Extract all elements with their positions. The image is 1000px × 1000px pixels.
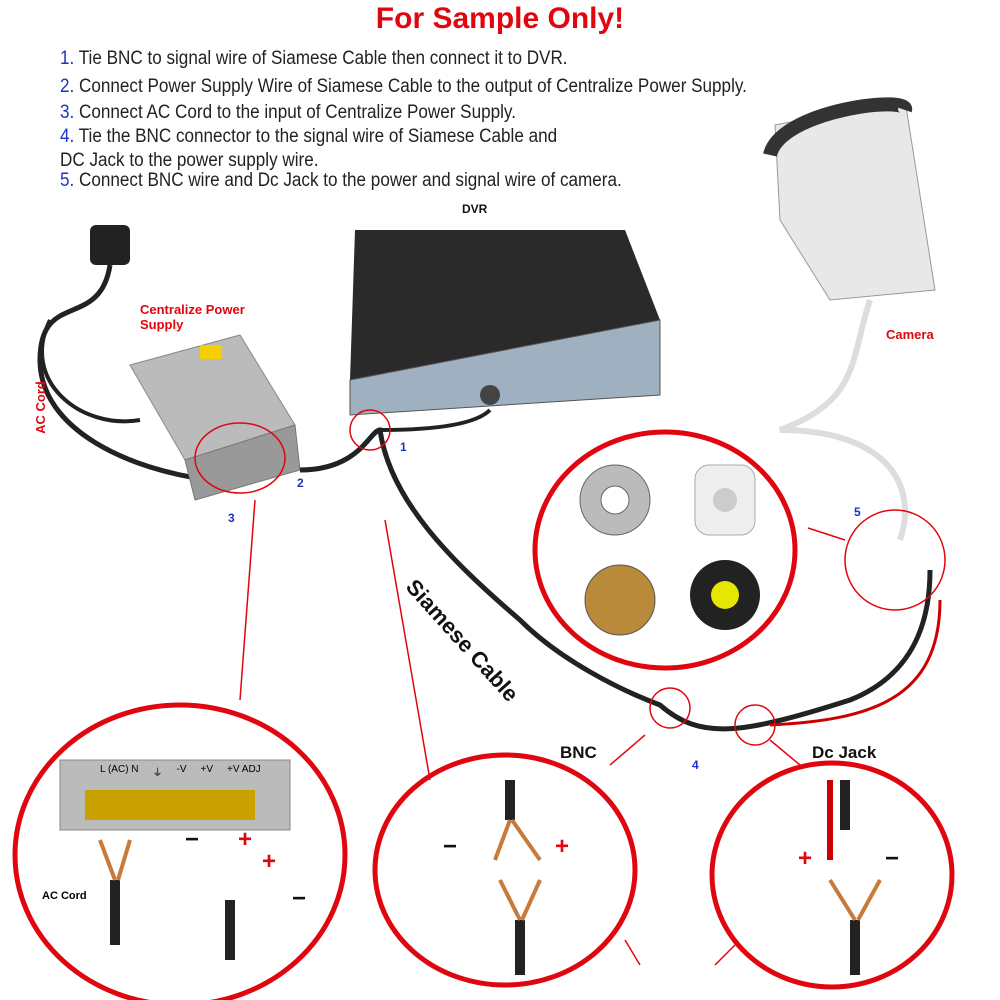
ac-cord-graphic xyxy=(37,225,211,483)
power-supply-label: Centralize Power Supply xyxy=(140,302,245,332)
step-text: Connect AC Cord to the input of Centrali… xyxy=(79,102,516,123)
terminal-label: -V xyxy=(176,764,187,775)
step-4: 4. Tie the BNC connector to the signal w… xyxy=(60,126,557,148)
minus-sign: − xyxy=(885,845,900,872)
detail-circles xyxy=(12,429,955,1000)
plus-sign: + xyxy=(262,848,277,875)
terminal-labels: L (AC) N ⏚ -V +V +V ADJ xyxy=(100,764,261,779)
bnc-label: BNC xyxy=(560,743,597,762)
terminal-label: L (AC) N xyxy=(100,764,139,775)
marker-1: 1 xyxy=(400,440,407,454)
plus-sign: + xyxy=(555,833,570,860)
pointer-arrows xyxy=(239,499,846,966)
step-text: DC Jack to the power supply wire. xyxy=(60,150,319,171)
minus-sign: − xyxy=(443,833,458,860)
marker-2: 2 xyxy=(297,476,304,490)
step-number: 3. xyxy=(60,102,75,123)
connectors-graphic xyxy=(579,464,760,636)
marker-4: 4 xyxy=(692,758,699,772)
dvr-label: DVR xyxy=(462,202,488,216)
page-title: For Sample Only! xyxy=(375,2,625,35)
step-number: 4. xyxy=(60,126,75,147)
dc-jack-label: Dc Jack xyxy=(812,743,877,762)
step-number: 5. xyxy=(60,170,75,191)
highlight-circles xyxy=(194,409,946,746)
dvr-graphic xyxy=(349,230,661,416)
camera-label: Camera xyxy=(886,327,934,342)
step-text: Connect Power Supply Wire of Siamese Cab… xyxy=(79,76,747,97)
minus-sign: − xyxy=(185,826,200,853)
terminal-label: +V xyxy=(200,764,214,775)
marker-3: 3 xyxy=(228,511,235,525)
terminal-label: +V ADJ xyxy=(227,764,261,775)
plus-sign: + xyxy=(238,826,253,853)
minus-sign: − xyxy=(292,885,307,912)
step-text: Tie the BNC connector to the signal wire… xyxy=(78,126,558,147)
step-number: 1. xyxy=(60,48,75,69)
camera-graphic xyxy=(763,97,936,541)
ac-cord-label: AC Cord xyxy=(32,381,48,434)
step-5: 5. Connect BNC wire and Dc Jack to the p… xyxy=(60,170,622,192)
ac-cord-detail-label: AC Cord xyxy=(42,890,87,902)
plus-sign: + xyxy=(798,845,813,872)
step-text: Connect BNC wire and Dc Jack to the powe… xyxy=(79,170,622,191)
terminal-label: ⏚ xyxy=(152,768,163,779)
marker-5: 5 xyxy=(854,505,861,519)
step-3: 3. Connect AC Cord to the input of Centr… xyxy=(60,102,516,124)
power-supply-graphic xyxy=(129,334,301,501)
step-4-continued: DC Jack to the power supply wire. xyxy=(60,150,319,172)
step-1: 1. Tie BNC to signal wire of Siamese Cab… xyxy=(60,48,568,70)
step-text: Tie BNC to signal wire of Siamese Cable … xyxy=(78,48,568,69)
step-2: 2. Connect Power Supply Wire of Siamese … xyxy=(60,76,747,98)
step-number: 2. xyxy=(60,76,75,97)
